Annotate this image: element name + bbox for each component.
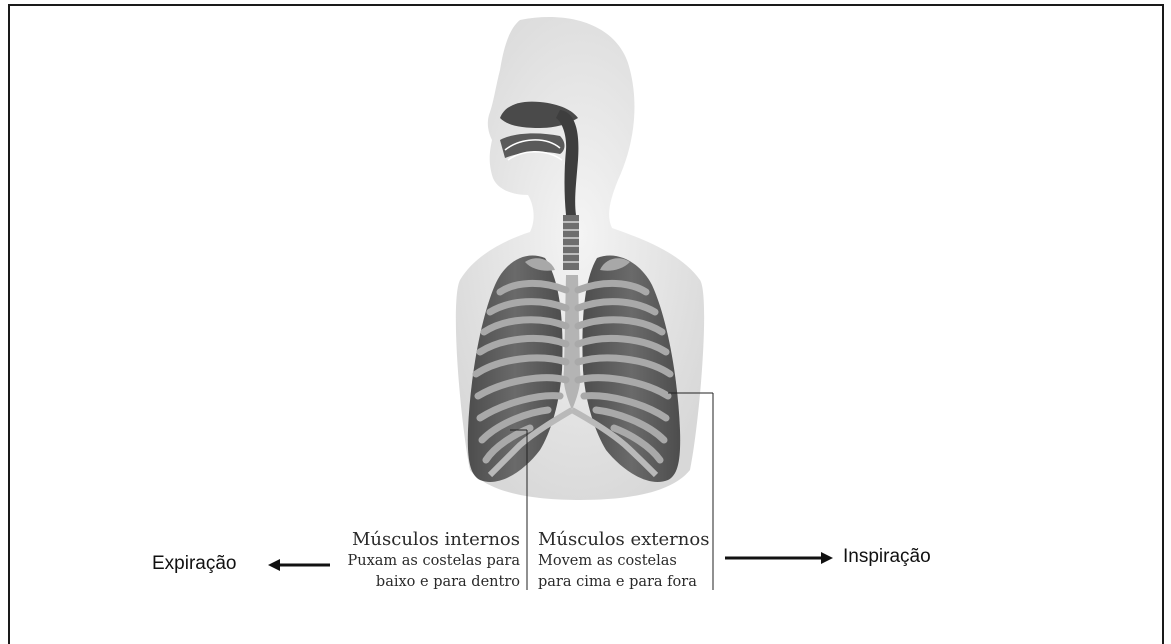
inspiration-label: Inspiração — [843, 546, 931, 568]
expiration-arrow — [268, 559, 330, 571]
internal-muscles-title: Músculos internos — [352, 529, 520, 550]
internal-muscles-line2: baixo e para dentro — [376, 574, 520, 590]
external-muscles-line2: para cima e para fora — [538, 574, 697, 590]
expiration-label: Expiração — [152, 553, 237, 575]
internal-muscles-line1: Puxam as costelas para — [347, 553, 520, 569]
external-muscles-line1: Movem as costelas — [538, 553, 677, 569]
inspiration-arrow — [725, 552, 833, 564]
external-muscles-title: Músculos externos — [538, 529, 709, 550]
trachea — [563, 215, 579, 270]
